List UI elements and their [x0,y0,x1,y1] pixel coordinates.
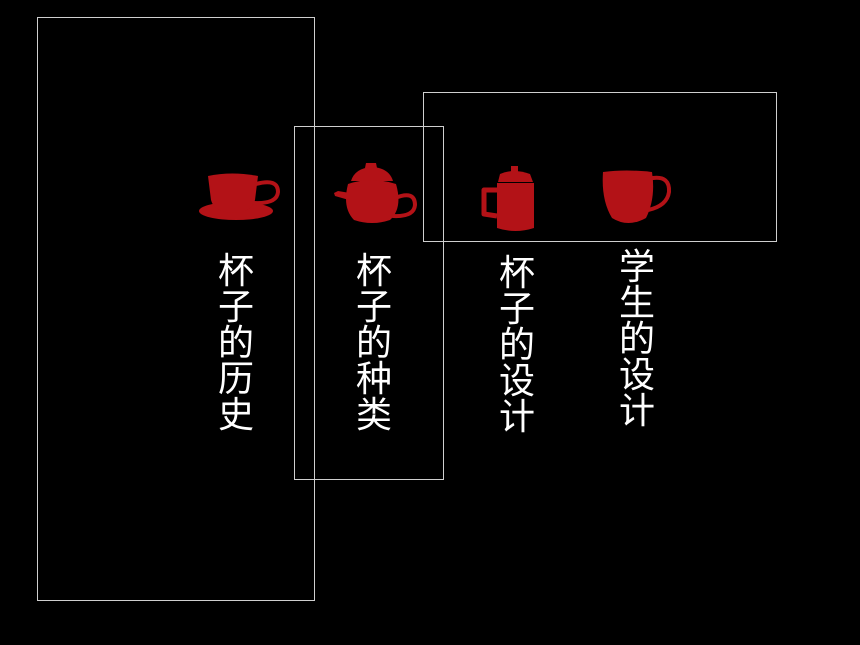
menu-label-cup-design[interactable]: 杯子的设计 [498,253,535,438]
outline-frame-middle [294,126,444,480]
teacup-icon[interactable] [198,170,282,226]
menu-label-cup-history[interactable]: 杯子的历史 [217,251,254,436]
outline-frame-top-right [423,92,777,242]
lidded-mug-icon[interactable] [478,164,542,234]
teapot-icon[interactable] [333,160,419,226]
outline-frame-left [37,17,315,601]
menu-label-cup-types[interactable]: 杯子的种类 [355,251,392,436]
cup-icon[interactable] [600,168,674,228]
menu-label-student-design[interactable]: 学生的设计 [618,247,655,432]
